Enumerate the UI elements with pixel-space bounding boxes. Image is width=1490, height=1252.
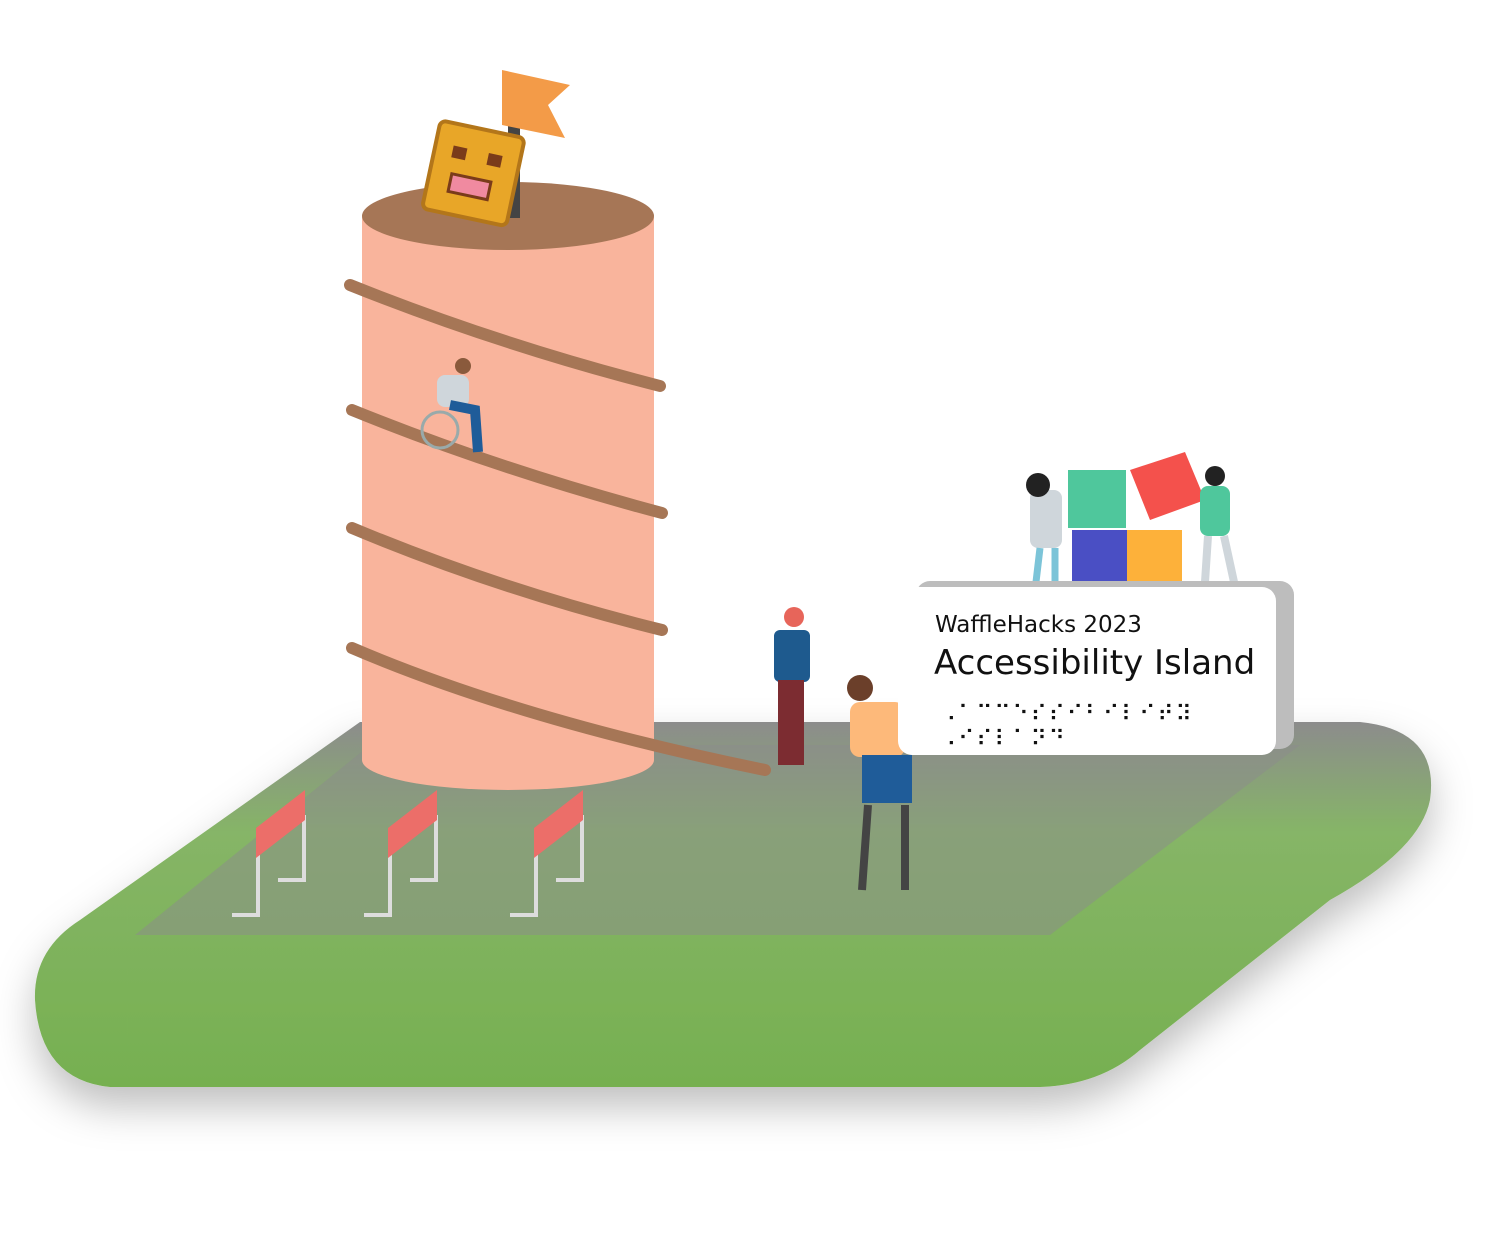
island-base [34,722,1432,1087]
waffle-mascot-icon [421,119,526,228]
spiral-ramp [344,279,771,776]
hurdle-bars [256,790,583,858]
sign-subtitle: WaffleHacks 2023 [935,612,1142,638]
wheelchair-user-figure [420,358,483,453]
puzzle-team-figures [1026,452,1238,585]
island-sign: WaffleHacks 2023 Accessibility Island ⠠⠁… [898,587,1276,755]
tower [344,182,771,790]
hurdles [232,815,584,917]
sign-title: Accessibility Island [934,643,1256,683]
sign-braille: ⠠⠁⠉⠉⠑⠎⠎⠊⠃⠊⠇⠊⠞⠽ ⠠⠊⠎⠇⠁⠝⠙ [940,702,1194,752]
standing-woman-figure [774,607,810,765]
runner-with-prosthetics-figure [847,675,912,891]
